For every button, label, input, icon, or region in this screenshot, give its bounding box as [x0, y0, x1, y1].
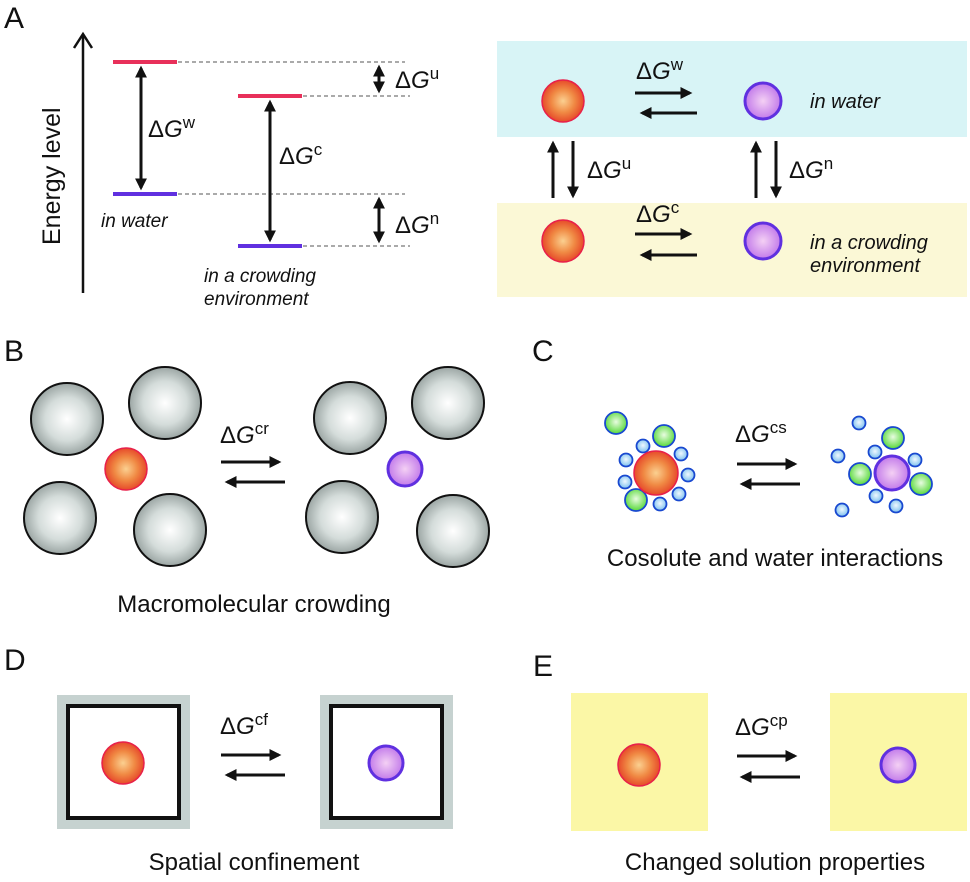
- caption-c: Cosolute and water interactions: [607, 545, 943, 572]
- scheme-crowding-label-line2: environment: [810, 255, 922, 277]
- caption-e: Changed solution properties: [625, 849, 925, 876]
- scheme-dg-w-label: ΔGw: [636, 55, 684, 85]
- cosolute-molecule: [604, 411, 628, 435]
- folded-protein-e: [879, 746, 917, 784]
- unfolded-protein-b: [104, 447, 148, 491]
- unfolded-protein-water: [541, 79, 585, 123]
- caption-b: Macromolecular crowding: [117, 591, 390, 618]
- scheme-dg-u-label: ΔGu: [587, 154, 631, 184]
- crowder-right-3: [305, 480, 379, 554]
- panel-b: B ΔGcr Macromolecular crowding: [4, 335, 490, 618]
- dg-cf-label: ΔGcf: [220, 710, 268, 740]
- panel-letter-e: E: [533, 650, 553, 683]
- scheme-in-water-label: in water: [810, 91, 881, 113]
- crowding-label-line1: in a crowding: [204, 266, 316, 287]
- water-molecule: [851, 415, 867, 431]
- folded-protein-d: [367, 744, 405, 782]
- panel-d: D ΔGcf Spatial confinement: [4, 644, 453, 876]
- water-molecule: [907, 452, 923, 468]
- dg-u-label: ΔGu: [395, 64, 439, 94]
- cosolute-molecule: [848, 462, 872, 486]
- cosolute-molecule: [624, 488, 648, 512]
- water-molecule: [618, 452, 634, 468]
- dg-n-label: ΔGn: [395, 209, 439, 239]
- dg-w-label: ΔGw: [148, 113, 196, 143]
- water-molecule: [867, 444, 883, 460]
- panel-e: E ΔGcp Changed solution properties: [533, 650, 967, 876]
- water-molecule: [617, 474, 633, 490]
- cosolute-molecule: [909, 472, 933, 496]
- folded-protein-water: [743, 81, 783, 121]
- energy-axis-label: Energy level: [38, 107, 66, 245]
- folded-protein-b: [386, 450, 424, 488]
- panel-c: C: [532, 335, 943, 572]
- folded-protein-c: [873, 454, 911, 492]
- crowding-label-line2: environment: [204, 289, 309, 310]
- water-molecule: [671, 486, 687, 502]
- water-molecule: [680, 467, 696, 483]
- crowder-left-4: [133, 493, 207, 567]
- unfolded-protein-d: [101, 741, 145, 785]
- dg-c-label: ΔGc: [279, 140, 323, 170]
- water-molecule: [834, 502, 850, 518]
- crowder-left-3: [23, 481, 97, 555]
- water-molecule: [635, 438, 651, 454]
- caption-d: Spatial confinement: [149, 849, 360, 876]
- unfolded-protein-c: [633, 450, 679, 496]
- in-water-label: in water: [101, 211, 168, 232]
- water-molecule: [673, 446, 689, 462]
- dg-cr-label: ΔGcr: [220, 419, 269, 449]
- dashed-guides: [178, 61, 410, 247]
- panel-letter-b: B: [4, 335, 24, 368]
- crowder-left-2: [128, 366, 202, 440]
- scheme-crowding-label-line1: in a crowding: [810, 232, 928, 254]
- cosolute-molecule: [881, 426, 905, 450]
- scheme-dg-c-label: ΔGc: [636, 198, 680, 228]
- crowder-right-2: [411, 366, 485, 440]
- scheme-dg-n-label: ΔGn: [789, 154, 833, 184]
- water-molecule: [888, 498, 904, 514]
- unfolded-protein-crowding: [541, 219, 585, 263]
- crowder-right-4: [416, 494, 490, 568]
- panel-letter-c: C: [532, 335, 554, 368]
- water-molecule: [830, 448, 846, 464]
- folded-protein-crowding: [743, 221, 783, 261]
- unfolded-protein-e: [617, 743, 661, 787]
- crowder-left-1: [30, 382, 104, 456]
- panel-letter-a: A: [4, 2, 24, 35]
- dg-cs-label: ΔGcs: [735, 418, 787, 448]
- energy-axis-arrowhead-icon: [72, 31, 94, 49]
- cosolute-molecule: [652, 424, 676, 448]
- panel-letter-d: D: [4, 644, 26, 677]
- crowder-right-1: [313, 381, 387, 455]
- panel-a: A Energy level ΔGw ΔGc ΔGu ΔGn in water: [4, 2, 967, 310]
- water-molecule: [868, 488, 884, 504]
- dg-cp-label: ΔGcp: [735, 711, 788, 741]
- water-molecule: [652, 496, 668, 512]
